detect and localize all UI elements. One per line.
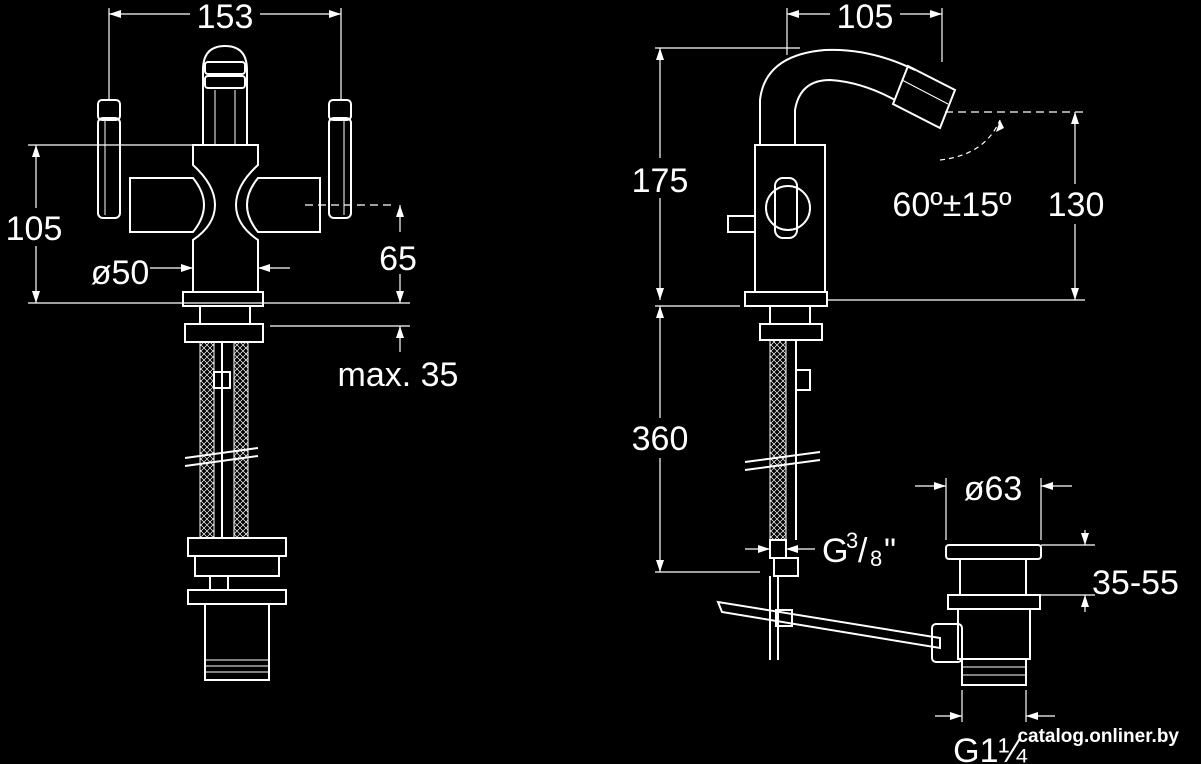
body-side: [727, 144, 828, 307]
label-angle: 60º±15º: [892, 186, 1011, 224]
mixer-body: [129, 144, 395, 307]
dim-lever-65: 65: [370, 205, 430, 303]
label-lever-65: 65: [379, 240, 417, 278]
label-thread-suffix: ": [884, 532, 896, 570]
side-view: 105 175 60º±15º: [622, 0, 1179, 764]
label-reach-105: 105: [837, 0, 894, 36]
dim-diameter-50: ø50: [91, 254, 290, 292]
label-thread-den: 8: [870, 546, 882, 571]
label-diameter-50: ø50: [91, 254, 150, 292]
dim-height-105: 105: [0, 144, 410, 304]
front-view: 153 105: [0, 0, 459, 681]
dim-waste-thread: G1¼: [935, 690, 1055, 764]
label-deck-35: max. 35: [338, 356, 459, 394]
dim-spout-130: 130: [828, 112, 1114, 301]
waste-side: [931, 544, 1042, 686]
lift-rod: [716, 600, 941, 650]
handle-right: [328, 99, 352, 219]
label-thread-slash: /: [858, 532, 868, 570]
handle-left: [97, 99, 121, 219]
dim-waste-63: ø63: [915, 470, 1072, 540]
dim-thread-g38: G 3 / 8 ": [745, 528, 896, 571]
label-thread-g: G: [822, 532, 848, 570]
label-height-105: 105: [6, 210, 63, 248]
spout-side: 60º±15º: [759, 48, 1085, 224]
dim-hose-360: 360: [622, 305, 760, 573]
label-waste-adjust: 35-55: [1092, 564, 1179, 602]
hoses-front: [184, 341, 259, 539]
deck-fixing: max. 35: [184, 305, 459, 394]
label-hose-360: 360: [632, 420, 689, 458]
dim-height-175: 175: [622, 47, 800, 300]
label-thread-num: 3: [846, 528, 858, 553]
hose-side: [744, 305, 823, 660]
watermark: catalog.onliner.by: [1017, 726, 1179, 747]
label-waste-63: ø63: [964, 470, 1023, 508]
dim-reach-105: 105: [786, 0, 943, 62]
label-width-153: 153: [197, 0, 254, 36]
label-waste-thread: G1¼: [953, 732, 1027, 764]
label-height-175: 175: [632, 162, 689, 200]
label-spout-130: 130: [1048, 186, 1105, 224]
dim-width-153: 153: [108, 0, 342, 100]
waste-front: [187, 537, 287, 681]
spout-front: [202, 44, 248, 145]
dim-waste-adjust: 35-55: [1041, 530, 1179, 612]
